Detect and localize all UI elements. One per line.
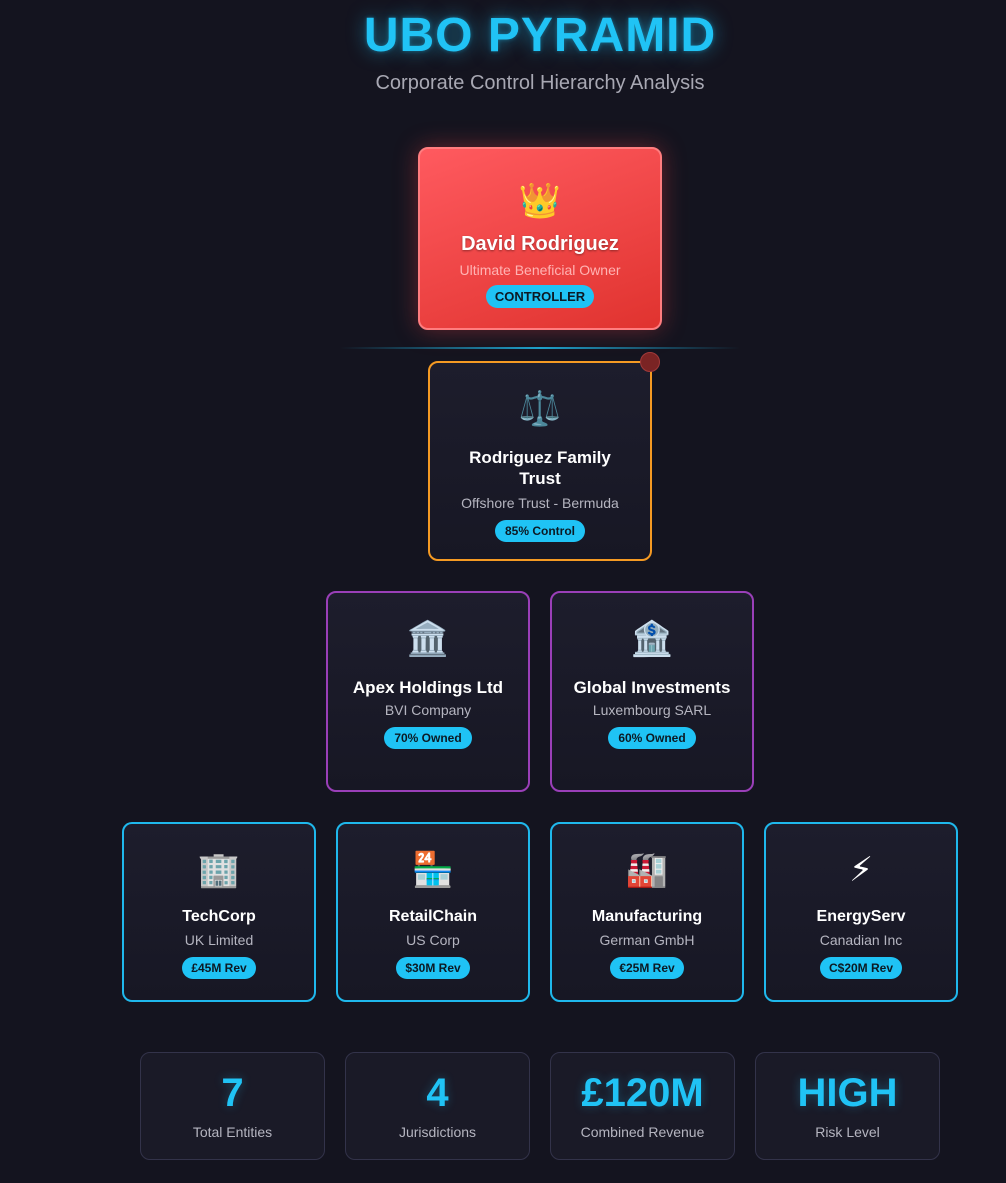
company-name: EnergyServ — [816, 908, 906, 925]
stat-jurisdictions: 4 Jurisdictions — [345, 1052, 530, 1160]
page-title: UBO PYRAMID — [363, 9, 717, 62]
company-name: TechCorp — [182, 908, 256, 925]
stat-label: Total Entities — [192, 1124, 273, 1140]
company-type: US Corp — [406, 932, 460, 948]
ubo-name: David Rodriguez — [461, 233, 619, 255]
ubo-node[interactable]: 👑 David Rodriguez Ultimate Beneficial Ow… — [418, 147, 662, 330]
stat-label: Jurisdictions — [398, 1124, 477, 1140]
holding-type: BVI Company — [384, 702, 472, 718]
classical-building-icon: 🏛️ — [406, 620, 450, 658]
company-node-techcorp[interactable]: 🏢 TechCorp UK Limited £45M Rev — [122, 822, 316, 1002]
stat-value: £120M — [581, 1071, 704, 1115]
company-node-manufacturing[interactable]: 🏭 Manufacturing German GmbH €25M Rev — [550, 822, 744, 1002]
stat-value: 4 — [426, 1071, 449, 1115]
company-name: RetailChain — [388, 908, 477, 925]
trust-name: Rodriguez Family Trust — [469, 448, 611, 488]
company-type: Canadian Inc — [819, 932, 903, 948]
stat-value: HIGH — [797, 1071, 898, 1115]
revenue-badge: €25M Rev — [610, 957, 684, 979]
stat-label: Risk Level — [815, 1124, 880, 1140]
stat-risk-level: HIGH Risk Level — [755, 1052, 940, 1160]
stat-label: Combined Revenue — [580, 1124, 705, 1140]
ownership-badge: 60% Owned — [608, 727, 696, 749]
factory-icon: 🏭 — [625, 851, 669, 889]
revenue-badge: C$20M Rev — [819, 957, 903, 979]
holding-node-apex[interactable]: 🏛️ Apex Holdings Ltd BVI Company 70% Own… — [326, 591, 530, 792]
stat-combined-revenue: £120M Combined Revenue — [550, 1052, 735, 1160]
stat-total-entities: 7 Total Entities — [140, 1052, 325, 1160]
lightning-icon: ⚡ — [849, 851, 873, 889]
ownership-badge: 70% Owned — [384, 727, 472, 749]
revenue-badge: $30M Rev — [396, 957, 470, 979]
company-node-energyserv[interactable]: ⚡ EnergyServ Canadian Inc C$20M Rev — [764, 822, 958, 1002]
risk-indicator-icon — [640, 352, 660, 372]
convenience-store-icon: 🏪 — [411, 851, 455, 889]
crown-icon: 👑 — [518, 182, 562, 220]
company-type: German GmbH — [599, 932, 695, 948]
office-building-icon: 🏢 — [197, 851, 241, 889]
company-name: Manufacturing — [591, 908, 703, 925]
connector-line-1 — [340, 347, 740, 349]
holding-name: Global Investments — [573, 678, 731, 697]
control-badge: 85% Control — [494, 520, 585, 542]
controller-badge: CONTROLLER — [485, 285, 595, 308]
stat-value: 7 — [221, 1071, 244, 1115]
holding-type: Luxembourg SARL — [592, 702, 712, 718]
scales-icon: ⚖️ — [518, 390, 562, 428]
page-subtitle: Corporate Control Hierarchy Analysis — [375, 72, 705, 94]
holding-name: Apex Holdings Ltd — [352, 678, 504, 697]
company-type: UK Limited — [184, 932, 254, 948]
revenue-badge: £45M Rev — [182, 957, 256, 979]
ubo-role: Ultimate Beneficial Owner — [459, 262, 621, 278]
holding-node-global[interactable]: 🏦 Global Investments Luxembourg SARL 60%… — [550, 591, 754, 792]
company-node-retailchain[interactable]: 🏪 RetailChain US Corp $30M Rev — [336, 822, 530, 1002]
trust-type: Offshore Trust - Bermuda — [461, 495, 619, 511]
trust-node[interactable]: ⚖️ Rodriguez Family Trust Offshore Trust… — [428, 361, 652, 561]
bank-icon: 🏦 — [630, 620, 674, 658]
